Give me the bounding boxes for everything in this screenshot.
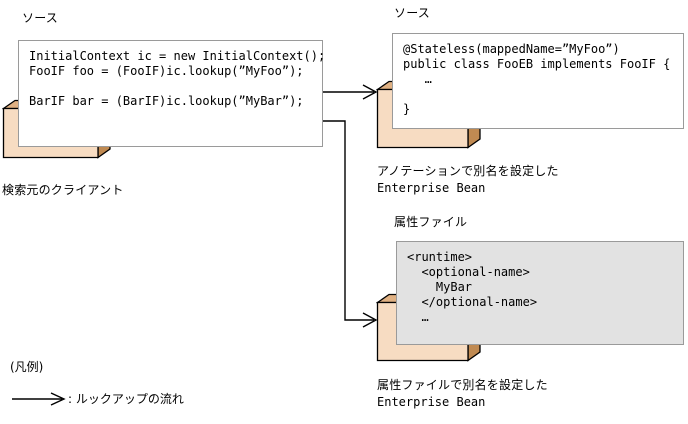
connector-bar-lookup	[311, 120, 378, 328]
client-node-caption: 検索元のクライアント	[2, 183, 124, 197]
arrowhead-icon	[362, 84, 378, 100]
bean-annotation-caption-line1: アノテーションで別名を設定した	[377, 164, 559, 178]
client-source-codebox: InitialContext ic = new InitialContext()…	[18, 40, 325, 147]
bean-property-caption-line1: 属性ファイルで別名を設定した	[377, 378, 548, 392]
bean-property-codebox: <runtime> <optional-name> MyBar </option…	[396, 241, 684, 345]
legend-row-lookup-flow: : ルックアップの流れ	[10, 390, 184, 407]
bean-annotation-caption-line2: Enterprise Bean	[377, 181, 486, 195]
bean-property-source-label: 属性ファイル	[394, 215, 468, 229]
arrowhead-icon	[362, 312, 378, 328]
legend-title: (凡例)	[10, 360, 44, 374]
legend-lookup-flow-label: : ルックアップの流れ	[68, 392, 184, 406]
bean-property-caption-line2: Enterprise Bean	[377, 395, 486, 409]
legend-arrow-icon	[12, 391, 66, 406]
client-source-label: ソース	[22, 11, 59, 25]
bean-annotation-codebox: @Stateless(mappedName=”MyFoo”) public cl…	[392, 33, 684, 129]
bean-annotation-source-label: ソース	[394, 6, 431, 20]
